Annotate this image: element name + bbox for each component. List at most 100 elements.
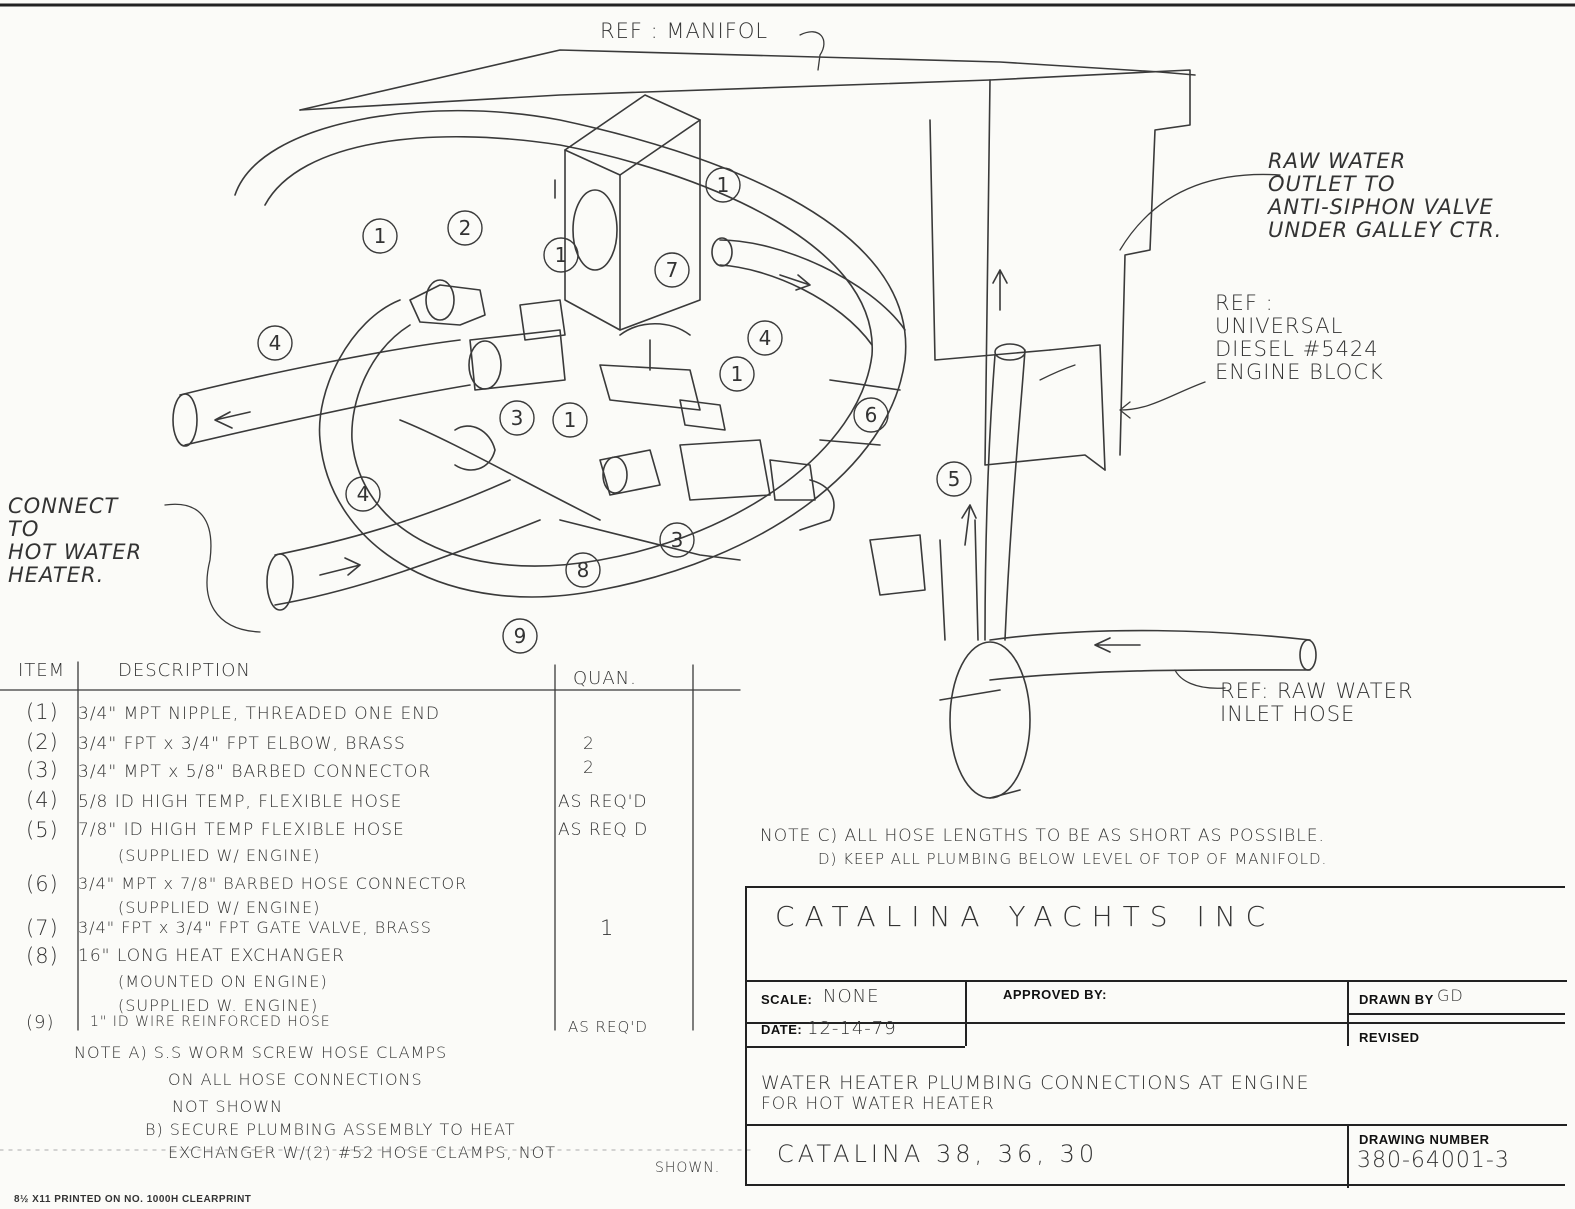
bubble-number: 6 bbox=[865, 403, 878, 427]
parts-row: (1) 3/4" MPT NIPPLE, THREADED ONE END bbox=[8, 700, 708, 728]
item-quantity: 1 bbox=[600, 916, 615, 940]
company-name: CATALINA YACHTS INC bbox=[775, 900, 1276, 933]
title-block: CATALINA YACHTS INC SCALE: NONE APPROVED… bbox=[745, 886, 1567, 1188]
parts-row: (6) 3/4" MPT x 7/8" BARBED HOSE CONNECTO… bbox=[8, 872, 708, 917]
heat-exchanger-box bbox=[554, 94, 701, 331]
raw-water-outlet-hose bbox=[711, 237, 906, 346]
item-description: 3/4" MPT x 7/8" BARBED HOSE CONNECTOR bbox=[78, 874, 468, 893]
item-description: 16" LONG HEAT EXCHANGER bbox=[78, 946, 345, 966]
bubble-number: 3 bbox=[511, 406, 524, 430]
parts-row: (3) 3/4" MPT x 5/8" BARBED CONNECTOR 2 bbox=[8, 758, 708, 786]
bubble-6 bbox=[853, 397, 889, 433]
item-quantity: AS REQ'D bbox=[558, 792, 648, 812]
bubble-1b bbox=[543, 237, 579, 273]
bubble-number: 2 bbox=[459, 216, 472, 240]
hose-4 bbox=[172, 339, 541, 611]
item-quantity: 2 bbox=[583, 734, 595, 754]
parts-table-lines bbox=[0, 661, 751, 1151]
item-number: (1) bbox=[26, 700, 59, 724]
parts-row: (8) 16" LONG HEAT EXCHANGER (MOUNTED ON … bbox=[8, 944, 708, 1015]
bubble-number: 4 bbox=[269, 331, 282, 355]
bubble-7 bbox=[654, 252, 690, 288]
paper-footer: 8½ X11 PRINTED ON NO. 1000H CLEARPRINT bbox=[14, 1194, 252, 1205]
item-quantity: 2 bbox=[583, 758, 595, 778]
bubble-9 bbox=[502, 618, 538, 654]
item-number: (3) bbox=[26, 758, 59, 782]
engine-block-callout: REF : UNIVERSAL DIESEL #5424 ENGINE BLOC… bbox=[1215, 291, 1384, 384]
item-note: (MOUNTED ON ENGINE) bbox=[118, 972, 328, 991]
bubble-number: 1 bbox=[555, 243, 568, 267]
item-description: 3/4" MPT NIPPLE, THREADED ONE END bbox=[78, 704, 441, 724]
scale-value: NONE bbox=[823, 986, 880, 1007]
bubble-2 bbox=[447, 210, 483, 246]
approved-by-label: APPROVED BY: bbox=[1003, 987, 1107, 1002]
models: CATALINA 38, 36, 30 bbox=[777, 1140, 1099, 1168]
scale-label: SCALE: bbox=[761, 992, 813, 1007]
bubble-number: 4 bbox=[759, 326, 772, 350]
item-number: (8) bbox=[26, 944, 59, 968]
item-description: 3/4" FPT x 3/4" FPT GATE VALVE, BRASS bbox=[78, 918, 432, 937]
parts-row: (7) 3/4" FPT x 3/4" FPT GATE VALVE, BRAS… bbox=[8, 916, 708, 944]
hose-9 bbox=[234, 109, 907, 598]
item-number: (4) bbox=[26, 788, 59, 812]
bubble-1c bbox=[705, 167, 741, 203]
drawn-by-label: DRAWN BY bbox=[1359, 992, 1434, 1007]
item-description: 5/8 ID HIGH TEMP, FLEXIBLE HOSE bbox=[78, 792, 403, 812]
item-number: (5) bbox=[26, 818, 59, 842]
item-description: 7/8" ID HIGH TEMP FLEXIBLE HOSE bbox=[78, 820, 405, 840]
bubble-3a bbox=[499, 400, 535, 436]
leader-lines bbox=[164, 31, 1281, 689]
bubble-number: 1 bbox=[564, 408, 577, 432]
raw-water-outlet-callout: RAW WATER OUTLET TO ANTI-SIPHON VALVE UN… bbox=[1268, 149, 1503, 242]
item-header: ITEM bbox=[18, 660, 66, 681]
item-number: (2) bbox=[26, 730, 59, 754]
parts-row: (5) 7/8" ID HIGH TEMP FLEXIBLE HOSE (SUP… bbox=[8, 818, 708, 865]
item-number: (9) bbox=[26, 1012, 55, 1033]
item-quantity: AS REQ'D bbox=[568, 1018, 648, 1036]
bubble-1e bbox=[552, 402, 588, 438]
hose-5 bbox=[869, 269, 1026, 641]
bubble-4a bbox=[747, 320, 783, 356]
note-a-line2: ON ALL HOSE CONNECTIONS bbox=[168, 1070, 423, 1089]
bubble-number: 7 bbox=[666, 258, 679, 282]
bubble-number: 9 bbox=[514, 624, 527, 648]
bubble-1d bbox=[719, 356, 755, 392]
raw-water-inlet-callout: REF: RAW WATER INLET HOSE bbox=[1220, 679, 1414, 726]
quantity-header: QUAN. bbox=[573, 668, 637, 689]
bubble-number: 8 bbox=[577, 558, 590, 582]
item-description: 3/4" FPT x 3/4" FPT ELBOW, BRASS bbox=[78, 734, 406, 754]
raw-water-inlet bbox=[939, 629, 1317, 799]
bubble-3b bbox=[659, 522, 695, 558]
item-number: (6) bbox=[26, 872, 59, 896]
note-b-line1: B) SECURE PLUMBING ASSEMBLY TO HEAT bbox=[145, 1120, 516, 1139]
drawn-by-value: GD bbox=[1437, 986, 1464, 1005]
item-quantity: AS REQ D bbox=[558, 820, 649, 840]
note-a-line3: NOT SHOWN bbox=[172, 1097, 283, 1116]
fittings bbox=[409, 279, 835, 531]
parts-row: (9) 1" ID WIRE REINFORCED HOSE AS REQ'D bbox=[8, 1012, 708, 1040]
bubble-number: 1 bbox=[717, 173, 730, 197]
bubble-4c bbox=[345, 476, 381, 512]
item-number: (7) bbox=[26, 916, 59, 940]
note-c: NOTE C) ALL HOSE LENGTHS TO BE AS SHORT … bbox=[760, 826, 1325, 846]
bubble-number: 1 bbox=[731, 362, 744, 386]
bubble-5 bbox=[936, 461, 972, 497]
manifold-ref: REF : MANIFOL bbox=[600, 19, 769, 43]
item-note: (SUPPLIED W/ ENGINE) bbox=[118, 846, 321, 865]
hot-water-heater-callout: CONNECT TO HOT WATER HEATER. bbox=[8, 494, 143, 587]
date-value: 12-14-79 bbox=[807, 1018, 897, 1039]
note-d: D) KEEP ALL PLUMBING BELOW LEVEL OF TOP … bbox=[818, 850, 1328, 868]
bubble-4b bbox=[257, 325, 293, 361]
item-description: 3/4" MPT x 5/8" BARBED CONNECTOR bbox=[78, 762, 432, 782]
bubble-number: 5 bbox=[948, 467, 961, 491]
description-header: DESCRIPTION bbox=[118, 660, 251, 681]
parts-row: (4) 5/8 ID HIGH TEMP, FLEXIBLE HOSE AS R… bbox=[8, 788, 708, 816]
note-b-line2: EXCHANGER W/(2) #52 HOSE CLAMPS, NOT bbox=[168, 1143, 557, 1162]
bubble-number: 4 bbox=[357, 482, 370, 506]
structure-lines bbox=[399, 379, 901, 561]
date-label: DATE: bbox=[761, 1022, 803, 1037]
bubble-number: 1 bbox=[374, 224, 387, 248]
drawing-number-label: DRAWING NUMBER bbox=[1359, 1132, 1490, 1147]
